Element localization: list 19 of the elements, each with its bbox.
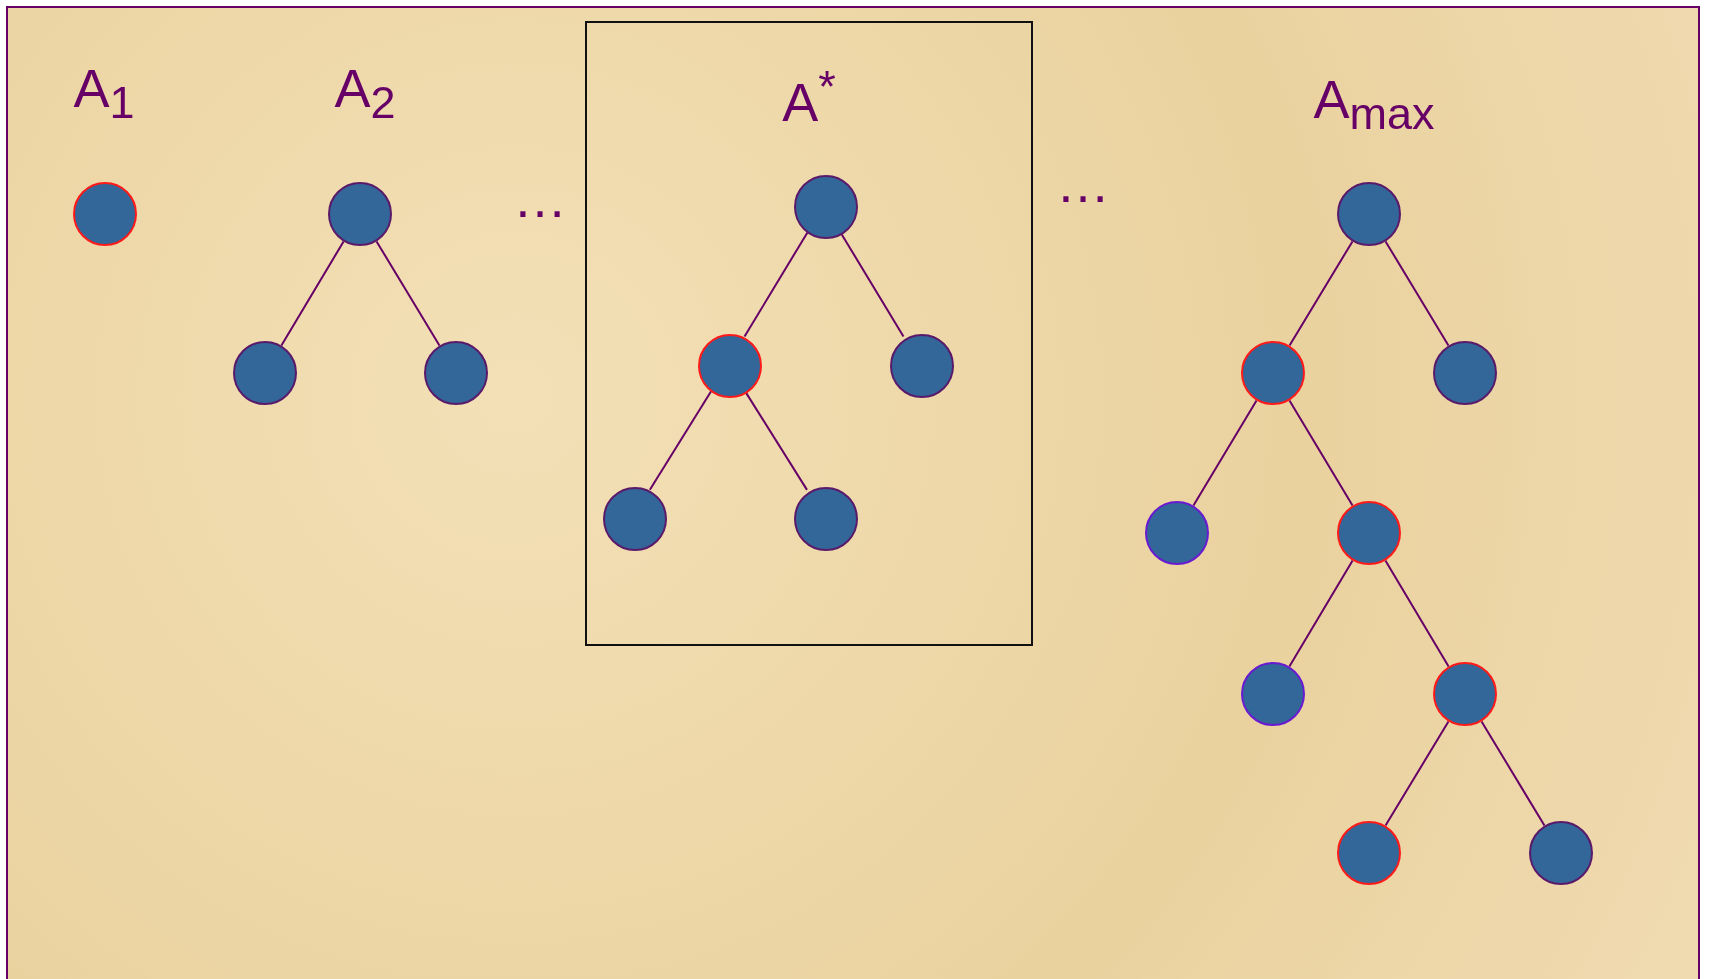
ellipsis: … [513,167,567,229]
tree-branch-line [1384,240,1450,347]
tree-branch-line [1288,240,1354,347]
tree-branch-line [280,240,345,347]
tree-branch-line [1192,399,1258,507]
highlight-box [585,21,1033,646]
tree-title: A$_{max}$ [1313,67,1435,141]
tree-branch-line [375,240,441,347]
tree-title: A$^{*}$ [781,61,837,133]
tree-branch-line [1384,559,1450,668]
tree-title: A$_{1}$ [73,56,135,130]
tree-branch-line [1480,720,1546,827]
tree-branch-line [1288,399,1354,507]
tree-branch-line [1288,559,1354,668]
tree-title: A$_{2}$ [334,56,396,130]
tree-branch-line [648,390,713,491]
tree-branch-line [1384,720,1450,827]
ellipsis: … [1056,152,1110,214]
tree-branch-line [743,231,809,338]
